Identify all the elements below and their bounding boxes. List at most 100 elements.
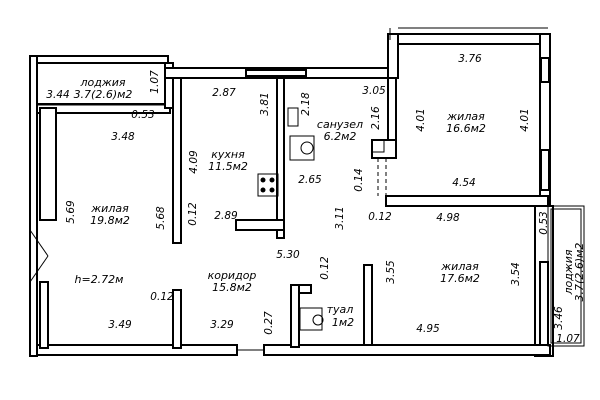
- dim-label: 5.69: [65, 200, 77, 224]
- room-living-left: жилая 19.8м2: [90, 202, 130, 227]
- sink-circle: [300, 141, 314, 155]
- dim-label: 3.46: [553, 306, 565, 330]
- room-area: 6.2м2: [324, 130, 357, 143]
- room-name: жилая: [440, 260, 479, 273]
- wall-left-partition: [39, 107, 57, 221]
- wall-bottom-left: [36, 344, 238, 356]
- dim-label: 5.30: [276, 249, 300, 261]
- room-bathroom: санузел 6.2м2: [317, 118, 363, 143]
- room-living-top-right: жилая 16.6м2: [446, 110, 486, 135]
- dim-label: 2.65: [298, 174, 322, 186]
- window-bottom-right: [539, 261, 549, 353]
- stove: [257, 173, 279, 197]
- dim-label: 3.81: [259, 92, 271, 115]
- room-name: жилая: [446, 110, 485, 123]
- dim-label: 0.12: [319, 256, 331, 280]
- dim-label: 3.76: [458, 53, 482, 65]
- door-swing-1: [29, 229, 49, 257]
- dimensions: 1.07 3.44 0.53 3.48 2.87 3.81 2.18 3.05 …: [46, 53, 580, 345]
- wall-bottom-right: [263, 344, 551, 356]
- fixtures: [257, 107, 385, 331]
- dim-label: 4.01: [415, 108, 427, 131]
- window-kitchen: [245, 69, 307, 77]
- dim-label: 3.05: [362, 85, 386, 97]
- room-loggia-right: лоджия 3.7(2.6)м2: [562, 243, 586, 302]
- dim-label: 1.07: [149, 70, 161, 94]
- wall-top-right-left: [387, 33, 399, 79]
- dim-label: 3.44: [46, 89, 69, 101]
- wall-left-outer: [29, 55, 38, 357]
- toilet-bowl-bath: [289, 135, 315, 161]
- burner-3: [260, 187, 266, 193]
- wall-top-right: [387, 33, 549, 45]
- dim-label: 0.14: [353, 168, 365, 191]
- wall-left-lower: [39, 281, 49, 349]
- wall-toilet-left: [290, 284, 300, 348]
- dim-label: 4.54: [452, 177, 475, 189]
- loggia-right-inner: [550, 208, 582, 344]
- room-name: лоджия: [562, 249, 575, 295]
- room-area: 3.7(2.6)м2: [573, 243, 586, 302]
- room-corridor: коридор 15.8м2: [208, 269, 257, 294]
- dim-label: 3.49: [108, 319, 132, 331]
- dim-label: 1.07: [556, 333, 580, 345]
- wall-loggia-top: [29, 55, 169, 64]
- room-toilet: туал 1м2: [327, 303, 355, 329]
- room-name: кухня: [211, 148, 245, 161]
- room-name: лоджия: [79, 76, 125, 89]
- dim-label: 2.89: [214, 210, 238, 222]
- window-top-right: [540, 57, 550, 83]
- dim-label: 0.12: [187, 202, 199, 226]
- room-area: 1м2: [332, 316, 354, 329]
- dim-label: 5.68: [155, 206, 167, 230]
- toilet-bowl: [312, 314, 324, 326]
- toilet-fixture: [299, 307, 323, 331]
- dim-label: 0.12: [368, 211, 392, 223]
- loggia-right-outline: [547, 205, 585, 347]
- window-right-mid: [540, 149, 550, 191]
- wall-kitchen-bottom: [235, 219, 285, 231]
- wall-right-middle: [385, 195, 549, 207]
- room-name: туал: [327, 303, 354, 316]
- bath-fixture: [287, 107, 299, 127]
- dim-label: 2.87: [212, 87, 236, 99]
- room-name: жилая: [90, 202, 129, 215]
- room-area: 17.6м2: [440, 272, 480, 285]
- wall-kitchen-left: [172, 77, 182, 244]
- loggia-top-outline: [36, 62, 166, 106]
- walls: [29, 33, 554, 357]
- room-area: 11.5м2: [208, 160, 248, 173]
- wall-kitchen-right: [276, 77, 285, 239]
- wall-corridor-left: [172, 289, 182, 349]
- dim-label: 2.18: [300, 92, 312, 116]
- ceiling-height: h=2.72м: [75, 273, 124, 286]
- room-living-bottom-right: жилая 17.6м2: [440, 260, 480, 285]
- dim-label: 0.27: [263, 311, 275, 335]
- dim-label: 0.53: [131, 109, 154, 121]
- room-area: 19.8м2: [90, 214, 130, 227]
- dim-label: 3.11: [334, 206, 346, 229]
- burner-1: [260, 177, 266, 183]
- dim-label: 4.09: [188, 150, 200, 174]
- wall-bedroom-left: [363, 264, 373, 351]
- room-area: 3.7(2.6)м2: [74, 88, 133, 101]
- dim-label: 3.54: [510, 262, 522, 285]
- shaft: [371, 139, 385, 153]
- dim-label: 0.12: [150, 291, 174, 303]
- room-area: 15.8м2: [212, 281, 252, 294]
- burner-4: [269, 187, 275, 193]
- burner-2: [269, 177, 275, 183]
- room-name: коридор: [208, 269, 257, 282]
- room-area: 16.6м2: [446, 122, 486, 135]
- dim-label: 2.16: [370, 106, 382, 130]
- dim-label: 3.55: [385, 260, 397, 284]
- dim-label: 4.98: [436, 212, 460, 224]
- dim-label: 3.29: [210, 319, 234, 331]
- dim-label: 3.48: [111, 131, 135, 143]
- dim-label: 4.01: [519, 108, 531, 131]
- room-kitchen: кухня 11.5м2: [208, 148, 248, 173]
- dim-label: 0.53: [538, 211, 550, 234]
- room-loggia-top: лоджия 3.7(2.6)м2: [74, 76, 133, 101]
- room-name: санузел: [317, 118, 363, 131]
